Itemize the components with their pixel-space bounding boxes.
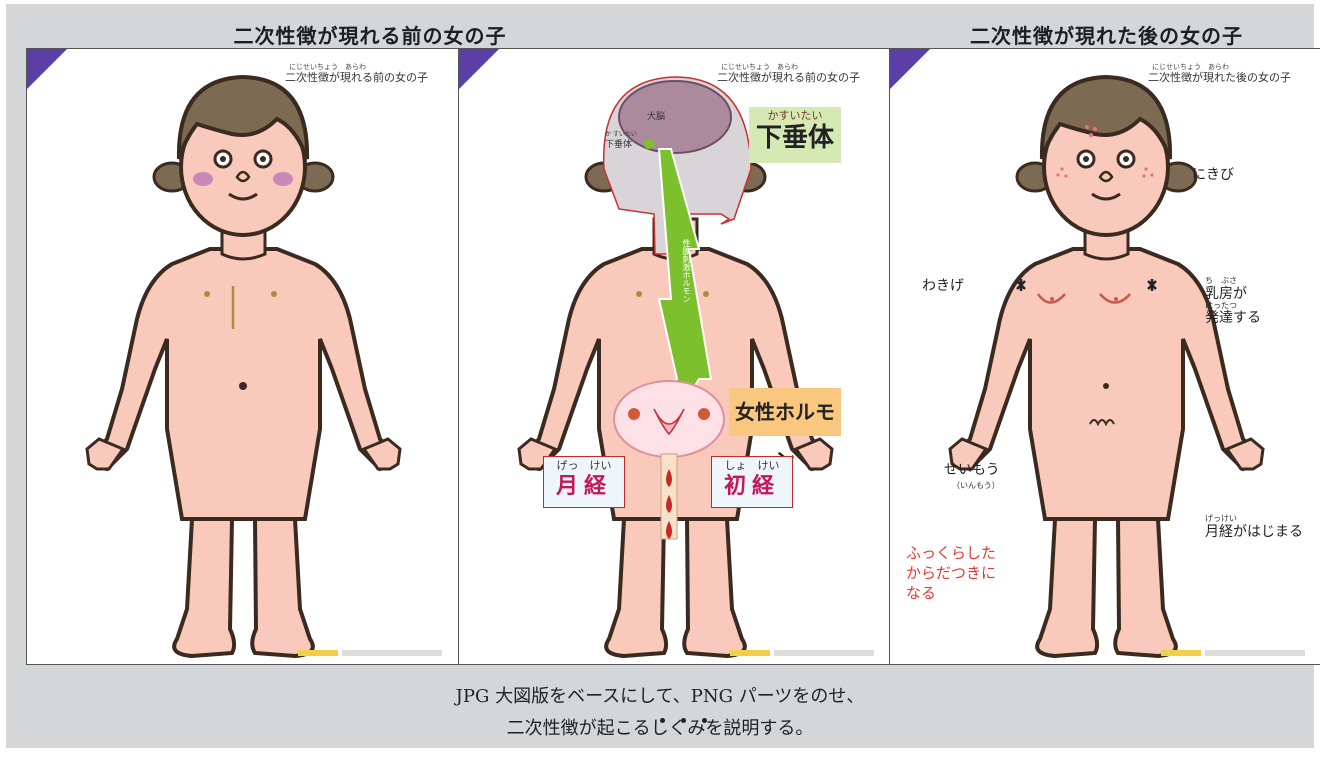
pituitary-label: 下垂体: [755, 123, 834, 153]
panel-title-ruby: にじせいちょう あらわ: [1152, 63, 1229, 71]
acne-dots: [1056, 125, 1154, 178]
pubic-hair-sub: （いんもう）: [952, 481, 1000, 490]
armpit-label: わきげ: [922, 278, 964, 294]
menarche-ruby: しょ けい: [724, 459, 780, 472]
emphasis-dots: [652, 708, 715, 727]
panel-after: にじせいちょう あらわ 二次性徴が現れた後の女の子 にきび わきげ ち ぶさ 乳…: [889, 48, 1320, 665]
heading-after: 二次性徴が現れた後の女の子: [970, 24, 1243, 48]
pubic-hair: [1089, 419, 1115, 427]
underarm-hair: [1016, 279, 1026, 291]
pituitary-ruby: かすいたい: [767, 109, 823, 122]
pituitary-small-label: 下垂体: [605, 140, 633, 150]
panel-title-ruby: にじせいちょう あらわ: [289, 63, 366, 71]
cheek-blush: [193, 172, 213, 186]
figure-tag: [459, 49, 499, 89]
footer-logo: [298, 650, 442, 656]
panel-before: にじせいちょう あらわ 二次性徴が現れる前の女の子: [26, 48, 459, 665]
nipple: [204, 291, 210, 297]
figure-tag: [27, 49, 67, 89]
menses-ruby: げっ けい: [556, 459, 612, 472]
navel: [1103, 383, 1109, 389]
panel-title: 二次性徴が現れる前の女の子: [717, 71, 860, 84]
nipple: [703, 291, 709, 297]
pituitary-box: かすいたい 下垂体: [749, 107, 841, 163]
menarche-box: しょ けい 初経: [711, 456, 793, 508]
breast: [1099, 293, 1131, 304]
pituitary-gland: [644, 139, 654, 149]
girl-figure-developed: [948, 75, 1265, 658]
cheek-blush: [273, 172, 293, 186]
underarm-hair: [1147, 279, 1157, 291]
menses-label: 月経がはじまる: [1205, 524, 1303, 540]
navel: [239, 382, 247, 390]
hormone-box: 女性ホルモン: [729, 388, 841, 472]
girl-figure: [85, 75, 402, 658]
body-shape-label: ふっくらした からだつきに なる: [906, 544, 997, 602]
menses-box: げっ けい 月経: [543, 456, 625, 508]
panel-title: 二次性徴が現れる前の女の子: [285, 71, 428, 84]
brain: [618, 80, 732, 154]
menarche-label: 初経: [723, 474, 780, 499]
breast: [1036, 293, 1066, 304]
brain-label: 大脳: [647, 112, 666, 122]
figure-tag: [890, 49, 930, 89]
pituitary-small-ruby: か すいたい: [605, 131, 637, 138]
panel-mechanism: にじせいちょう あらわ 二次性徴が現れる前の女の子 大脳 か すいたい 下垂体 …: [458, 48, 891, 665]
nipple: [636, 291, 642, 297]
panel-title-ruby: にじせいちょう あらわ: [721, 63, 798, 71]
nipple: [271, 291, 277, 297]
pubic-hair-label: せいもう: [944, 462, 1000, 478]
breast-label-2: 発達する: [1205, 310, 1261, 326]
menses-label: 月経: [555, 474, 612, 499]
breast-label-1: 乳房が: [1205, 286, 1247, 302]
heading-before: 二次性徴が現れる前の女の子: [233, 24, 507, 48]
arrow-label: 性腺刺激ホルモン: [682, 239, 691, 303]
footer-logo: [730, 650, 874, 656]
ovaries-uterus: [613, 380, 725, 458]
breast-ruby-2: はったつ: [1205, 301, 1237, 310]
acne-label: にきび: [1192, 167, 1234, 183]
caption-line-2: 二次性徴が起こるしくみを説明する。: [506, 718, 814, 739]
girl-figure: [517, 76, 834, 658]
panel-title: 二次性徴が現れた後の女の子: [1148, 71, 1291, 84]
caption-line-1: JPG 大図版をベースにして、PNG パーツをのせ、: [455, 686, 865, 707]
menses-ruby: げっけい: [1205, 514, 1237, 523]
breast-ruby-1: ち ぶさ: [1205, 276, 1237, 285]
footer-logo: [1161, 650, 1305, 656]
